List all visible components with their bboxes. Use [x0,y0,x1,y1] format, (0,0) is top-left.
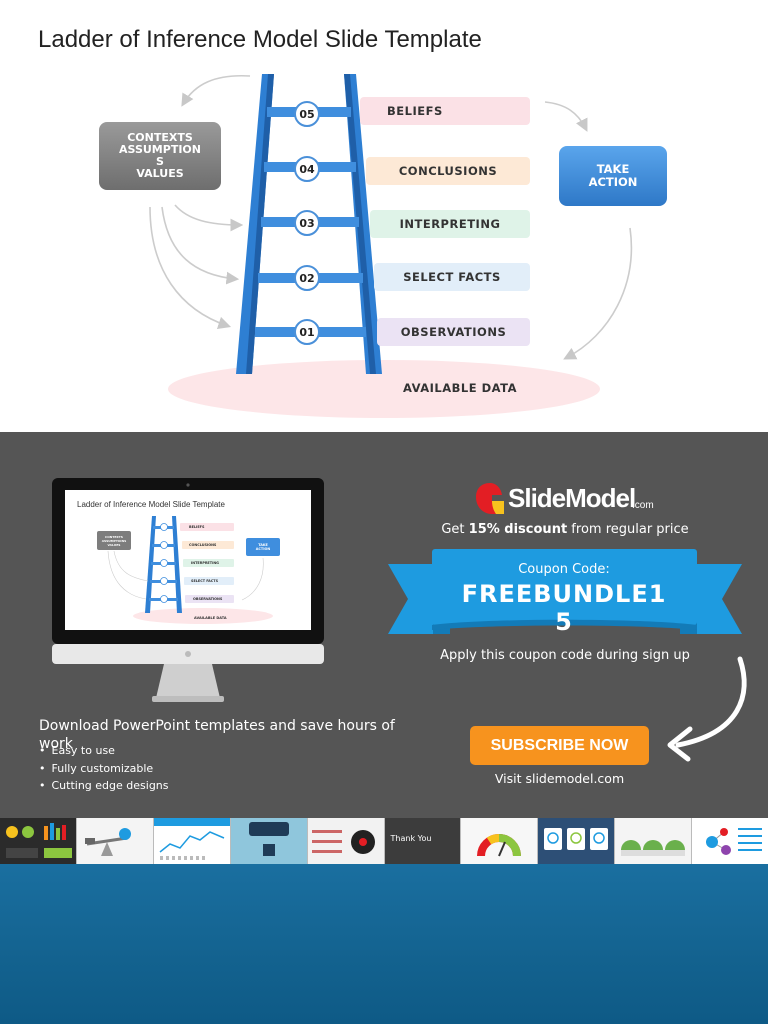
step-number-05: 05 [294,101,320,127]
monitor-available: AVAILABLE DATA [194,616,227,620]
action-line-2: ACTION [588,175,638,189]
thumbnail-percent-cards[interactable] [538,818,616,864]
monitor-contexts-1: CONTEXTS [105,535,123,539]
discount-text: Get 15% discount from regular price [390,522,740,537]
feature-list: Easy to use Fully customizable Cutting e… [39,742,169,795]
thumbnail-org-chart[interactable] [230,818,308,864]
step-number-01: 01 [294,319,320,345]
discount-highlight: 15% discount [468,522,568,537]
coupon-label: Coupon Code: [518,562,610,577]
arrow-action-to-data [563,227,633,360]
curved-arrow-icon [667,656,747,762]
feature-item: Fully customizable [39,760,169,778]
monitor-action-2: ACTION [256,547,271,551]
visit-website-link[interactable]: Visit slidemodel.com [494,771,625,786]
thumbnail-balance[interactable] [76,818,154,864]
template-thumbnail-strip: Thank You [0,818,768,864]
coupon-ribbon [388,549,742,634]
contexts-line-2: ASSUMPTION [119,143,201,156]
arrow-contexts-to-02 [161,206,240,285]
step-number-04: 04 [294,156,320,182]
arrow-contexts-to-01 [149,206,232,330]
coupon-code[interactable]: FREEBUNDLE15 [461,580,667,636]
available-data-label: AVAILABLE DATA [403,381,518,395]
monitor-action-1: TAKE [258,543,268,547]
step-label-beliefs: BELIEFS [360,97,530,125]
slidemodel-logo-icon [476,483,504,514]
monitor-step-2: CONCLUSIONS [189,543,217,547]
contexts-assumptions-values-box: CONTEXTS ASSUMPTION S VALUES [99,122,221,190]
step-number-03: 03 [294,210,320,236]
contexts-line-3: S [156,155,164,168]
contexts-line-1: CONTEXTS [127,131,193,144]
feature-item: Easy to use [39,742,169,760]
feature-item: Cutting edge designs [39,777,169,795]
thumbnail-dome-cards[interactable] [615,818,693,864]
monitor-step-5: OBSERVATIONS [193,597,223,601]
slide-title: Ladder of Inference Model Slide Template [38,26,482,53]
thumbnail-line-chart[interactable] [153,818,231,864]
discount-prefix: Get [441,522,469,537]
discount-suffix: from regular price [567,522,689,537]
subscribe-now-button[interactable]: SUBSCRIBE NOW [470,726,649,765]
brand-name: SlideModel [508,483,636,513]
bottom-blue-panel [0,864,768,1024]
action-line-1: TAKE [596,162,630,176]
arrow-top-to-contexts [181,74,251,107]
arrow-beliefs-to-action [544,101,588,132]
thumbnail-thank-you[interactable]: Thank You [384,818,462,864]
slide-ladder-of-inference: Ladder of Inference Model Slide Template… [0,0,768,432]
step-label-select-facts: SELECT FACTS [374,263,530,291]
monitor-preview: Ladder of Inference Model Slide Template… [52,478,324,702]
step-label-observations: OBSERVATIONS [377,318,530,346]
thumbnail-thank-you-label: Thank You [390,834,432,843]
thumbnail-dashboard[interactable] [0,818,77,864]
step-label-interpreting: INTERPRETING [370,210,530,238]
thumbnail-gauge[interactable] [461,818,539,864]
take-action-box: TAKE ACTION [559,146,667,206]
step-label-conclusions: CONCLUSIONS [366,157,530,185]
contexts-line-4: VALUES [136,167,184,180]
step-number-02: 02 [294,265,320,291]
monitor-step-1: BELIEFS [189,525,205,529]
monitor-step-3: INTERPRETING [191,561,219,565]
flow-arrows [149,74,633,360]
monitor-contexts-3: VALUES [108,543,121,547]
slidemodel-logo[interactable]: SlideModel .com [474,481,674,517]
apply-coupon-text: Apply this coupon code during sign up [440,648,690,663]
arrow-contexts-to-03 [174,204,244,232]
monitor-slide-title: Ladder of Inference Model Slide Template [77,500,225,509]
monitor-contexts-2: ASSUMPTIONS [102,539,127,543]
brand-suffix: .com [632,500,654,511]
thumbnail-molecule[interactable] [692,818,768,864]
thumbnail-timeline[interactable] [307,818,385,864]
monitor-step-4: SELECT FACTS [191,579,219,583]
